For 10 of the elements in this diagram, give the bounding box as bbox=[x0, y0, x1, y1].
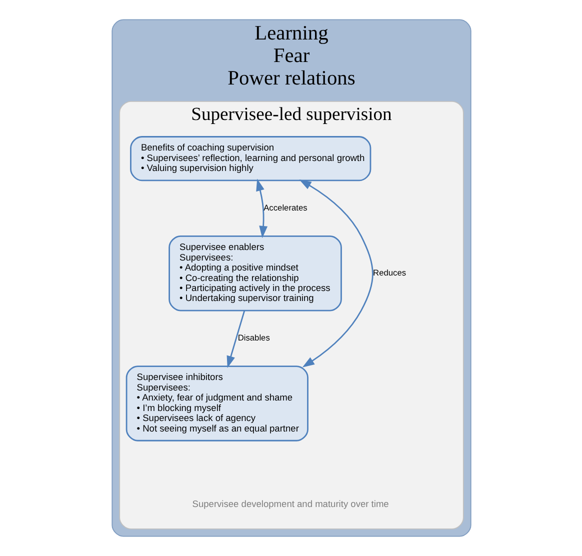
arrow bbox=[226, 310, 245, 368]
edge-label: Disables bbox=[237, 332, 270, 342]
node-box: Supervisee enablers Supervisees: • Adopting a positive mindset • Co-creating the relationship • Participating actively in the process • Undertaking supervisor training bbox=[168, 235, 342, 312]
node-box: Benefits of coaching supervision • Supervisees’ reflection, learning and personal growth • Valuing supervision highly bbox=[130, 136, 371, 182]
edge-label: Accelerates bbox=[263, 202, 307, 212]
arrow bbox=[256, 178, 268, 238]
edge-label: Reduces bbox=[372, 267, 406, 278]
arrow bbox=[298, 180, 373, 368]
label: Supervisee development and maturity over time bbox=[192, 499, 388, 510]
node-box: Supervisee inhibitors Supervisees: • Anxiety, fear of judgment and shame • I’m blocking myself • Supervisees lack of agency • Not seeing myself as an equal partner bbox=[125, 366, 308, 442]
